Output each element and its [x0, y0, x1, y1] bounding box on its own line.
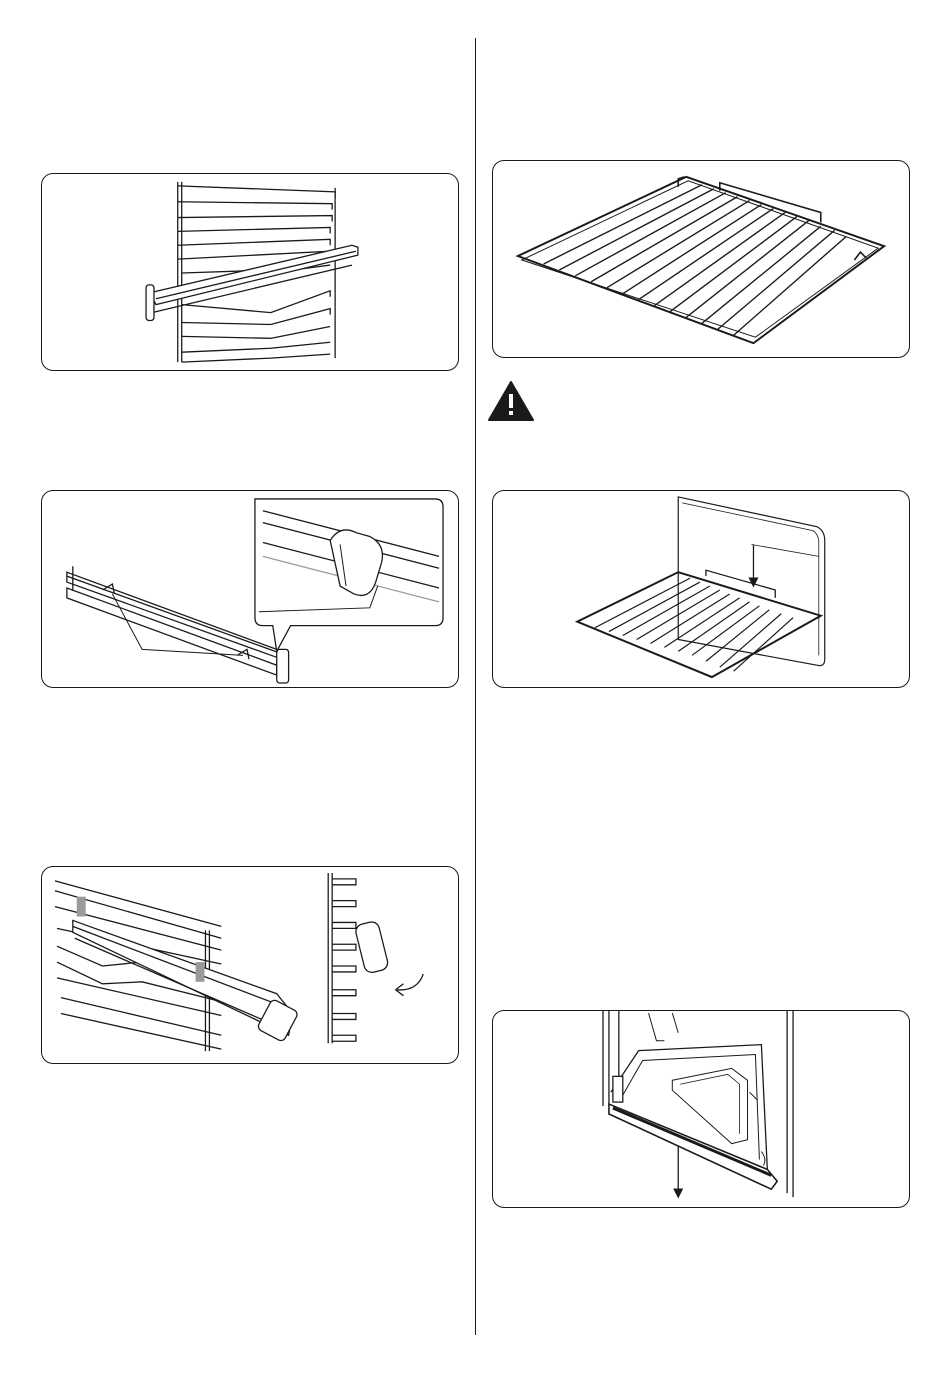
- mark-right: [196, 962, 205, 982]
- figure-rail-fitting: [41, 866, 459, 1064]
- figure-wire-shelf-insert: [492, 490, 910, 688]
- figure-shelf-support-rail: [41, 173, 459, 371]
- shelf-support-rail-illustration: [42, 174, 458, 370]
- figure-wire-shelf: [492, 160, 910, 358]
- down-arrow: [674, 1146, 682, 1197]
- insert-shelf-wires: [595, 578, 793, 671]
- wire-shelf-illustration: [493, 161, 909, 357]
- side-ladder: [328, 873, 423, 1043]
- callout-bubble: [255, 499, 443, 651]
- figure-rail-detail: [41, 490, 459, 688]
- wire-shelf-insert-illustration: [493, 491, 909, 687]
- figure-oven-door-bottom: [492, 1010, 910, 1208]
- column-divider: [475, 38, 476, 1335]
- rail-fitting-illustration: [42, 867, 458, 1063]
- warning-triangle-icon: [487, 380, 535, 422]
- insert-arrow: [750, 544, 758, 586]
- mark-left: [77, 897, 86, 917]
- rail-clip-detail-illustration: [42, 491, 458, 687]
- oven-interior-illustration: [493, 1011, 909, 1207]
